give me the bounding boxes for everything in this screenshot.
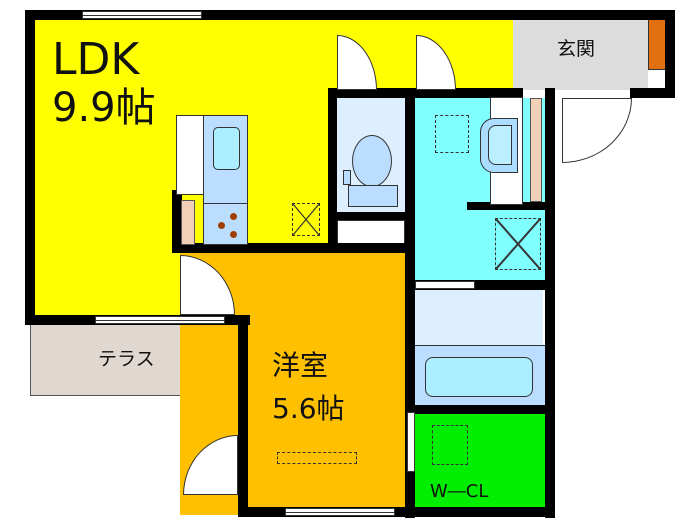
wall-top bbox=[25, 10, 675, 20]
wall-yoshitsu-left bbox=[238, 315, 248, 515]
kitchen-sink-icon bbox=[213, 127, 240, 170]
genkan-floor bbox=[513, 20, 648, 90]
ldk-size-label: 9.9帖 bbox=[52, 85, 156, 131]
genkan-label: 玄関 bbox=[557, 38, 596, 60]
wall-kitchen-stub bbox=[172, 190, 182, 250]
wall-genkan-bottom bbox=[630, 88, 675, 98]
wall-left bbox=[25, 10, 35, 325]
kitchen-counter-white bbox=[176, 115, 204, 195]
yoshitsu-size-label: 5.6帖 bbox=[272, 392, 345, 425]
toilet-paper-icon bbox=[343, 170, 351, 185]
storage-triangle-icon bbox=[435, 115, 469, 153]
ldk-window bbox=[82, 11, 202, 19]
entrance-door[interactable] bbox=[562, 98, 632, 163]
fridge bbox=[181, 200, 195, 245]
wall-corridor-right bbox=[545, 98, 555, 288]
washer-space-icon bbox=[495, 218, 541, 270]
wall-wash-bottom bbox=[405, 280, 550, 290]
wcl-label: W―CL bbox=[430, 481, 489, 502]
wall-bottom bbox=[238, 507, 553, 517]
stove-divider bbox=[203, 203, 248, 204]
wall-right-genkan bbox=[665, 10, 675, 98]
terrace-window bbox=[95, 316, 225, 324]
terrace-label: テラス bbox=[98, 348, 155, 370]
wall-toilet-top bbox=[328, 88, 523, 98]
wcl-door[interactable] bbox=[407, 412, 415, 472]
bath-door[interactable] bbox=[415, 281, 475, 289]
stove-burner-icon bbox=[218, 222, 225, 229]
wall-toilet-right bbox=[405, 88, 415, 518]
wall-toilet-bottom bbox=[328, 212, 413, 220]
storage-shelf bbox=[337, 220, 405, 245]
bathtub-icon bbox=[425, 357, 533, 397]
wall-right bbox=[545, 88, 555, 518]
ldk-ceiling-vent-icon bbox=[292, 203, 320, 236]
yoshitsu-window bbox=[285, 508, 395, 516]
yoshitsu-ceiling-storage-icon bbox=[277, 452, 357, 464]
toilet-tank-icon bbox=[348, 185, 398, 207]
wall-ldk-yoshitsu bbox=[172, 243, 412, 253]
wall-washer-top bbox=[467, 202, 547, 210]
wash-basin-inner bbox=[488, 125, 512, 165]
yoshitsu-label: 洋室 bbox=[272, 349, 329, 382]
stove-burner-icon bbox=[230, 231, 237, 238]
ldk-label: LDK bbox=[52, 34, 140, 85]
wall-toilet-left bbox=[328, 88, 337, 250]
wcl-storage-icon bbox=[432, 425, 468, 465]
wall-bath-bottom bbox=[405, 404, 550, 414]
toilet-bowl-icon bbox=[352, 135, 392, 187]
stove-burner-icon bbox=[230, 213, 237, 220]
linen-shelf bbox=[530, 98, 542, 202]
